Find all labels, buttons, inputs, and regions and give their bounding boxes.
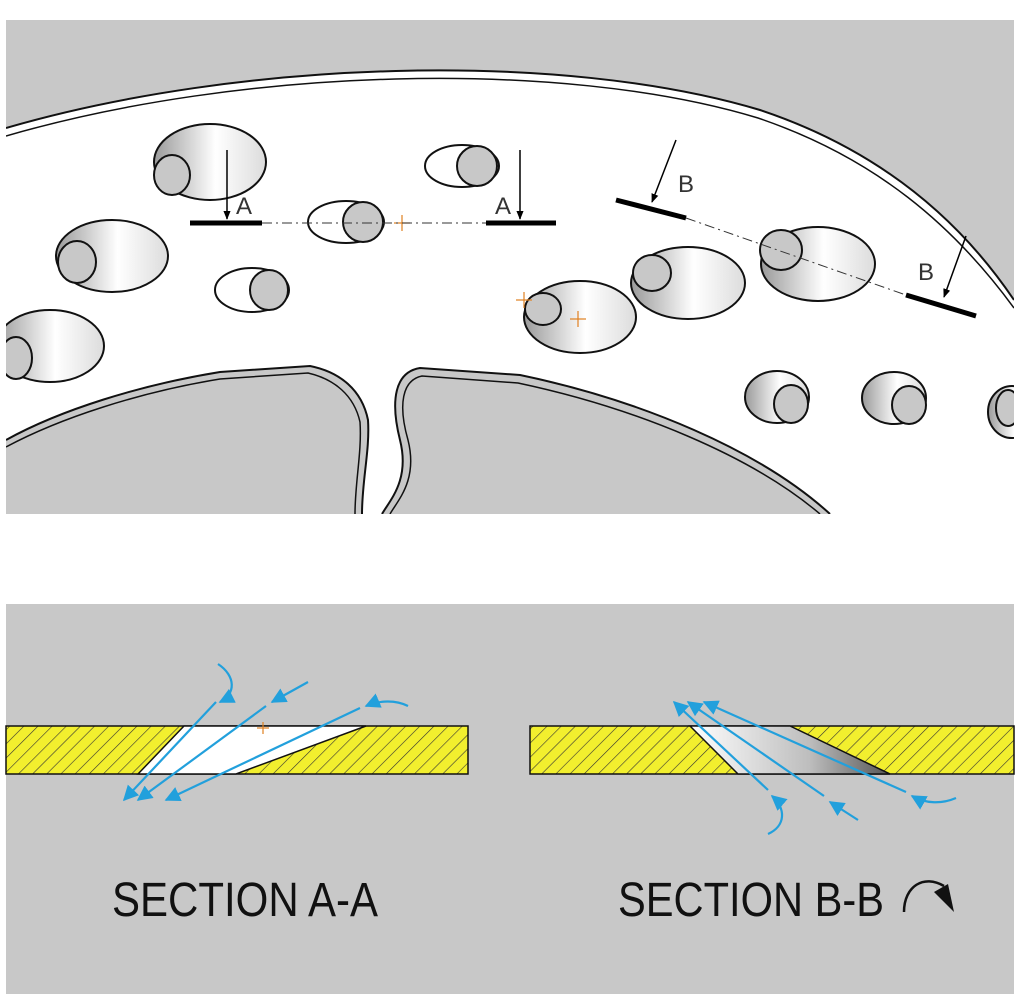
hole (861, 371, 927, 425)
section-a-letter-left: A (236, 193, 252, 220)
disc-outer-rim (6, 69, 1014, 301)
section-a-letter-right: A (495, 193, 511, 220)
hole (744, 370, 810, 424)
flow-arrow (164, 707, 361, 802)
inner-cutout-left-inner (6, 372, 362, 514)
flow-arrow (767, 794, 788, 836)
inner-cutout-left (6, 364, 370, 514)
center-mark (257, 722, 269, 734)
hole (630, 246, 746, 320)
center-mark (516, 292, 532, 308)
section-b-b: SECTION B-B (529, 700, 1015, 927)
flow-arrow (702, 700, 907, 794)
hole (759, 226, 876, 302)
inner-cutout-right-inner (389, 375, 821, 514)
top-view: A A B B (6, 20, 1014, 514)
section-a-title: SECTION A-A (112, 874, 378, 927)
center-mark (570, 311, 586, 327)
section-b-title: SECTION B-B (618, 874, 884, 927)
flow-arrow (828, 801, 859, 821)
flow-arrow (122, 701, 217, 802)
hole (6, 309, 105, 383)
flow-arrow (686, 701, 825, 797)
section-background (6, 604, 1014, 994)
flow-arrow (217, 663, 236, 703)
inner-cutout-right (381, 366, 831, 514)
section-b-flow-arrows (672, 700, 957, 836)
vent-holes (6, 123, 1014, 439)
rotated-view-icon (902, 880, 954, 913)
section-b-letter-bottom: B (918, 259, 934, 286)
hole (55, 219, 169, 293)
flow-arrow (910, 795, 957, 810)
hole (523, 280, 637, 354)
disc-outer-rim-inner (6, 77, 1014, 309)
flow-arrow (270, 681, 309, 703)
hole (307, 200, 385, 244)
hole (153, 123, 267, 201)
flow-arrow (364, 693, 409, 708)
section-line-a: A A (190, 150, 556, 226)
section-a-flow-arrows (122, 663, 409, 802)
section-views: SECTION A-A SECTION B-B (5, 604, 1015, 994)
section-a-hole (136, 725, 367, 775)
section-line-b: B B (615, 139, 977, 319)
hole (987, 385, 1014, 439)
hole (424, 144, 500, 188)
section-a-a: SECTION A-A (5, 663, 469, 927)
section-b-letter-top: B (678, 171, 694, 198)
flow-arrow (136, 705, 267, 801)
hole (214, 267, 290, 313)
flow-arrow (672, 700, 769, 791)
